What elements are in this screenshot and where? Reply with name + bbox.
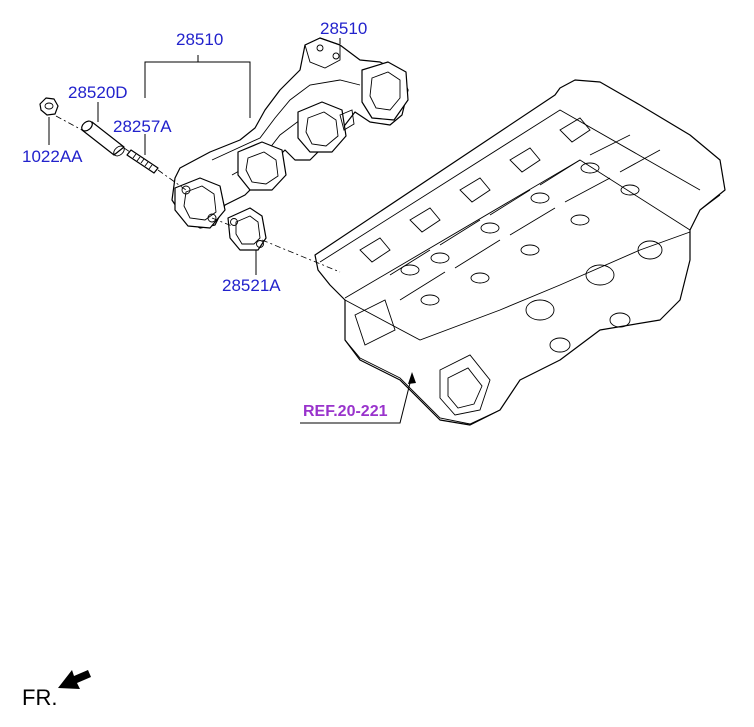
front-indicator-label: FR. <box>22 685 57 710</box>
callout-1022AA: 1022AA <box>22 147 83 166</box>
callout-28257A: 28257A <box>113 117 172 136</box>
callout-28521A: 28521A <box>222 276 281 295</box>
callout-28520D: 28520D <box>68 83 128 102</box>
stud <box>126 149 159 174</box>
cylinder-head <box>314 79 726 426</box>
stud-sleeve <box>81 120 125 157</box>
arrow-left-down-icon <box>58 670 91 689</box>
callout-28510-left: 28510 <box>176 30 223 49</box>
leader-lines <box>48 38 416 424</box>
reference-label: REF.20-221 <box>303 403 388 420</box>
exhaust-manifold <box>171 37 409 229</box>
callout-28510-right: 28510 <box>320 19 367 38</box>
assembly-axis-line <box>55 115 341 273</box>
nut <box>39 97 59 116</box>
gasket <box>227 207 267 251</box>
